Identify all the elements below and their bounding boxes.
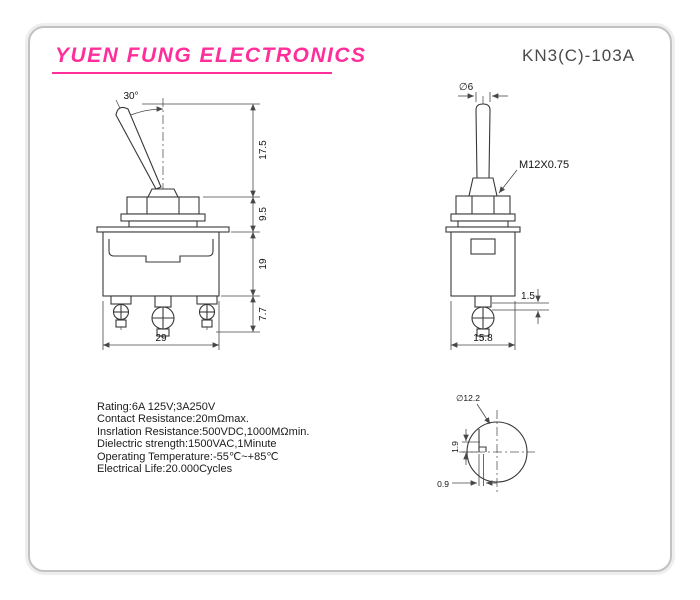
dim-keyway-width-label: 0.9 — [437, 479, 449, 489]
terminal-left — [110, 295, 132, 305]
thread-label: M12X0.75 — [519, 159, 569, 171]
dim-bushing-height-label: 9.5 — [258, 207, 269, 221]
lock-washer — [128, 220, 198, 228]
specs-block: Rating:6A 125V;3A250V Contact Resistance… — [97, 401, 309, 475]
dim-body-height-label: 19 — [258, 258, 269, 270]
spec-line-dielectric-strength: Dielectric strength:1500VAC,1Minute — [97, 438, 277, 451]
toggle-lever-side — [475, 103, 491, 179]
dim-terminal-thickness-label: 1.5 — [521, 291, 535, 302]
side-width-dimension: 15.8 — [450, 301, 516, 350]
washer — [120, 213, 206, 222]
spec-line-insulation-resistance: Insrlation Resistance:500VDC,1000MΩmin. — [97, 425, 310, 438]
detail-view-drawing: ∅12.2 1.9 0.9 — [437, 393, 535, 492]
model-number: KN3(C)-103A — [522, 46, 636, 65]
front-dimension-chain: 17.5 9.5 19 7.7 — [142, 103, 269, 333]
lever-diameter-dimension: ∅6 — [458, 82, 508, 102]
lever-collar — [147, 188, 179, 198]
angle-label: 30° — [123, 91, 138, 102]
terminal-thickness-dimension: 1.5 — [492, 289, 549, 324]
terminal-side — [474, 295, 492, 308]
front-view-drawing: 30° — [96, 91, 269, 350]
brand-underline — [52, 72, 332, 74]
toggle-lever — [115, 106, 162, 190]
terminal-center — [154, 295, 172, 308]
keyway-depth-dimension: 1.9 — [450, 429, 480, 465]
spec-line-contact-resistance: Contact Resistance:20mΩmax. — [97, 413, 249, 426]
dim-lever-height-label: 17.5 — [258, 140, 269, 160]
hex-nut — [126, 196, 200, 215]
dim-body-width-label: 29 — [155, 333, 167, 344]
keyway-width-dimension: 0.9 — [437, 454, 497, 489]
spec-line-electrical-life: Electrical Life:20.000Cycles — [97, 463, 233, 476]
front-width-dimension: 29 — [102, 301, 220, 350]
dim-lever-diameter-label: ∅6 — [459, 82, 474, 93]
lever-collar-side — [468, 177, 498, 197]
dim-cutout-diameter-label: ∅12.2 — [456, 393, 480, 403]
spec-line-operating-temperature: Operating Temperature:-55℃~+85℃ — [97, 450, 279, 463]
dim-keyway-depth-label: 1.9 — [450, 441, 460, 453]
thread-callout: M12X0.75 — [498, 159, 569, 194]
mount-plate — [96, 226, 230, 233]
spec-line-rating: Rating:6A 125V;3A250V — [97, 401, 216, 413]
dim-terminal-height-label: 7.7 — [258, 307, 269, 321]
terminal-right — [196, 295, 218, 305]
switch-body-side — [450, 231, 516, 297]
body-contour — [108, 239, 214, 263]
dim-body-depth-label: 15.8 — [473, 333, 493, 344]
side-view-drawing: ∅6 M12X0.75 1.5 15.8 — [445, 82, 569, 350]
brand-title: YUEN FUNG ELECTRONICS — [55, 44, 367, 67]
hex-nut-side — [455, 195, 511, 215]
switch-body — [102, 231, 220, 297]
